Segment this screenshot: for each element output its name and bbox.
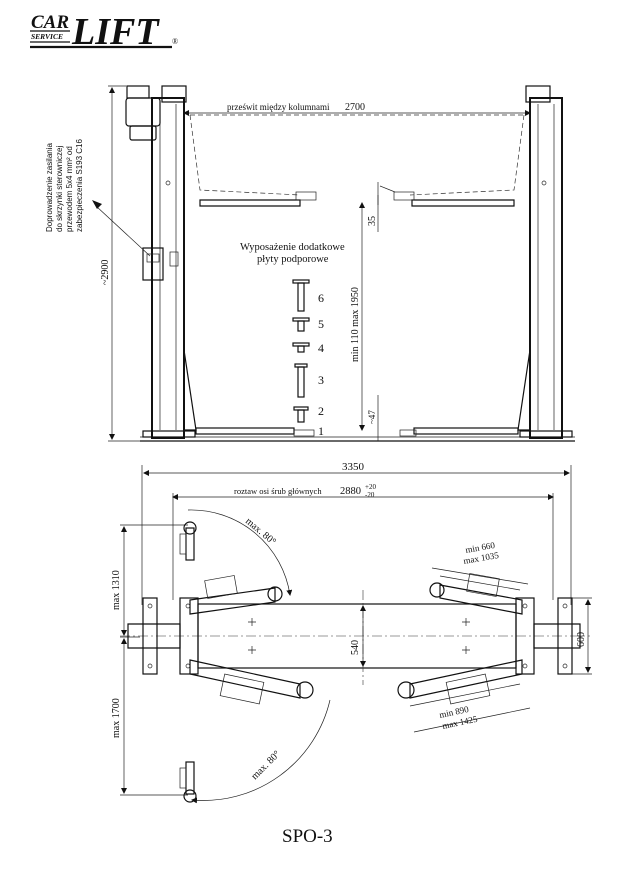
dim-540-label: 540 [350,640,361,655]
bolt-spacing-label: roztaw osi śrub głównych [234,486,322,496]
accessory-number-6: 6 [318,291,324,305]
tolerance-plus: +20 [365,483,376,491]
accessory-number-3: 3 [318,373,324,387]
dim-600-label: 600 [576,632,587,647]
height-total-label: ~2900 [100,260,111,285]
arm-left-bottom [189,659,314,705]
accessory-number-4: 4 [318,341,324,355]
logo-car-text: CAR [31,12,69,33]
arm-left-folded-top [179,521,197,561]
model-title: SPO-3 [282,826,333,847]
dim-47-label: ~47 [367,410,377,424]
bolt-markers [248,618,470,654]
angle-top-label: max. 80° [243,516,278,548]
power-supply-note: Doprowadzenie zasilania do skrzynki ster… [45,138,84,232]
car-lift-logo: CAR SERVICE LIFT ® [30,11,178,53]
accessory-number-5: 5 [318,317,324,331]
clearance-label: prześwit między kolumnami [227,102,330,112]
accessories-title-1: Wyposażenie dodatkowe [240,242,345,253]
power-note-line-3: przewodem 5x4 mm² od [65,146,74,232]
power-note-line-2: do skrzynki sterowniczej [55,146,64,232]
power-note-line-1: Doprowadzenie zasilania [45,143,54,232]
front-view: prześwit między kolumnami 2700 ~2900 35 … [45,85,575,442]
arm-left-folded-bottom [179,761,197,803]
max-1700-label: max 1700 [111,698,122,738]
accessory-number-2: 2 [318,404,324,418]
top-view: 3350 roztaw osi śrub głównych 2880 +20 -… [111,461,592,804]
logo-registered-mark: ® [172,37,178,46]
logo-service-text: SERVICE [31,32,63,41]
support-plate-4: 4 [292,341,324,355]
arm-right-top [429,573,523,615]
leader-arrow-icon [92,200,102,209]
arm-left-top [189,575,283,615]
lift-range-label: min 110 max 1950 [350,287,361,362]
tolerance-minus: -20 [365,491,375,499]
support-plate-2: 2 [293,404,324,423]
bolt-spacing-value: 2880 [340,486,361,497]
support-plate-6: 6 [292,279,324,312]
logo-lift-text: LIFT [71,11,160,53]
support-plate-3: 3 [294,363,324,398]
dim-35-label: 35 [367,216,378,226]
max-1310-label: max 1310 [111,570,122,610]
overall-width-label: 3350 [342,461,365,473]
arm-right-bottom [397,659,523,705]
support-plate-5: 5 [292,317,324,332]
clearance-value: 2700 [345,102,365,113]
power-note-line-4: zabezpieczenia S193 C16 [75,138,84,232]
accessories-title-2: płyty podporowe [257,254,329,265]
accessory-number-1: 1 [318,424,324,438]
